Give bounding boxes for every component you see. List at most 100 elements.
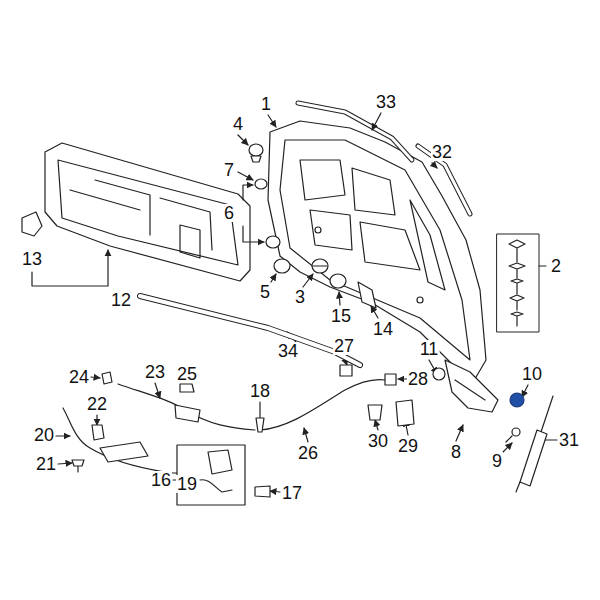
drawing-part bbox=[45, 143, 250, 281]
callout-number: 11 bbox=[419, 340, 440, 358]
drawing-part bbox=[497, 234, 539, 332]
drawing-part bbox=[238, 172, 253, 180]
callout-number: 22 bbox=[86, 395, 108, 413]
hood-hinge bbox=[455, 380, 485, 400]
drawing-part bbox=[268, 115, 276, 127]
drawing-part bbox=[259, 402, 260, 418]
drawing-part bbox=[511, 279, 523, 294]
callout-number: 28 bbox=[407, 370, 429, 388]
drawing-part bbox=[256, 418, 264, 432]
drawing-part bbox=[330, 274, 346, 288]
drawing-part bbox=[251, 156, 261, 162]
callout-number: 5 bbox=[259, 283, 271, 301]
callout-number: 26 bbox=[297, 444, 319, 462]
callout-number: 14 bbox=[372, 320, 394, 338]
callout-number: 1 bbox=[260, 95, 272, 113]
drawing-part bbox=[541, 396, 553, 432]
drawing-part bbox=[255, 486, 270, 497]
callout-number: 32 bbox=[431, 143, 453, 161]
callout-number: 31 bbox=[558, 431, 580, 449]
drawing-part bbox=[371, 306, 378, 318]
drawing-part bbox=[510, 295, 524, 310]
drawing-part bbox=[432, 163, 437, 168]
drawing-part bbox=[70, 180, 212, 250]
drawing-part bbox=[260, 379, 385, 430]
drawing-part bbox=[396, 400, 414, 426]
callout-number: 34 bbox=[277, 342, 299, 360]
drawing-part bbox=[266, 236, 280, 248]
hood-seal-strip bbox=[140, 296, 360, 365]
drawing-part bbox=[268, 121, 486, 384]
drawing-part bbox=[100, 442, 148, 462]
drawing-part bbox=[271, 274, 276, 282]
highlighted-part bbox=[510, 393, 524, 407]
drawing-part bbox=[72, 460, 84, 472]
hood-bumpers bbox=[249, 144, 376, 308]
drawing-part bbox=[118, 384, 255, 430]
drawing-part bbox=[433, 368, 445, 380]
latch-parts bbox=[200, 450, 232, 492]
drawing-part bbox=[270, 491, 280, 492]
drawing-part bbox=[358, 282, 376, 308]
drawing-part bbox=[274, 259, 290, 273]
callout-number: 13 bbox=[21, 250, 43, 268]
drawing-part bbox=[417, 297, 423, 303]
drawing-part bbox=[180, 225, 200, 258]
drawing-part bbox=[102, 372, 112, 384]
drawing-part bbox=[56, 435, 70, 436]
callout-number: 24 bbox=[68, 368, 90, 386]
callout-number: 33 bbox=[375, 93, 397, 111]
drawing-part bbox=[539, 265, 546, 266]
drawing-part bbox=[339, 292, 340, 305]
leader-lines bbox=[56, 113, 557, 492]
drawing-part bbox=[280, 140, 470, 360]
drawing-part bbox=[340, 365, 352, 376]
bracket-line bbox=[32, 250, 108, 286]
drawing-part bbox=[503, 443, 512, 452]
drawing-part bbox=[303, 274, 313, 287]
callout-number: 15 bbox=[330, 307, 352, 325]
drawing-part bbox=[96, 415, 97, 425]
callout-number: 10 bbox=[521, 365, 543, 383]
callout-number: 7 bbox=[223, 161, 235, 179]
drawing-part bbox=[180, 384, 194, 392]
hood-panel bbox=[268, 121, 486, 384]
callout-number: 30 bbox=[367, 432, 389, 450]
callout-number: 18 bbox=[249, 382, 271, 400]
drawing-part bbox=[255, 179, 267, 189]
drawing-part bbox=[313, 265, 327, 266]
insulator-clip bbox=[22, 212, 42, 236]
drawing-part bbox=[315, 227, 321, 233]
callout-number: 12 bbox=[110, 291, 132, 309]
drawing-part bbox=[208, 450, 232, 474]
callout-number: 19 bbox=[176, 475, 198, 493]
drawing-part bbox=[200, 480, 232, 492]
drawing-part bbox=[520, 430, 547, 486]
drawing-part bbox=[312, 259, 328, 273]
callout-number: 21 bbox=[35, 455, 57, 473]
release-cables bbox=[63, 379, 385, 473]
hood-strut bbox=[516, 396, 553, 492]
callout-number: 16 bbox=[150, 471, 172, 489]
callout-number: 6 bbox=[223, 204, 235, 222]
drawing-part bbox=[92, 425, 104, 440]
drawing-part bbox=[155, 383, 160, 398]
callout-number: 17 bbox=[281, 484, 303, 502]
drawing-part bbox=[58, 160, 238, 265]
hood-insulator bbox=[45, 143, 250, 281]
ball-stud bbox=[506, 428, 520, 442]
drawing-part bbox=[398, 378, 407, 379]
drawing-part bbox=[522, 385, 528, 397]
callout-number: 27 bbox=[333, 337, 355, 355]
drawing-part bbox=[385, 374, 396, 385]
hood-hinge bbox=[445, 360, 498, 412]
callout-number: 8 bbox=[450, 443, 462, 461]
drawing-part bbox=[175, 405, 200, 422]
callout-number: 4 bbox=[232, 115, 244, 133]
drawing-part bbox=[368, 405, 382, 420]
drawing-part bbox=[375, 420, 378, 430]
hood-seal bbox=[298, 103, 412, 160]
drawing-part bbox=[516, 482, 520, 492]
small-parts bbox=[72, 365, 445, 497]
drawing-part bbox=[58, 463, 72, 464]
